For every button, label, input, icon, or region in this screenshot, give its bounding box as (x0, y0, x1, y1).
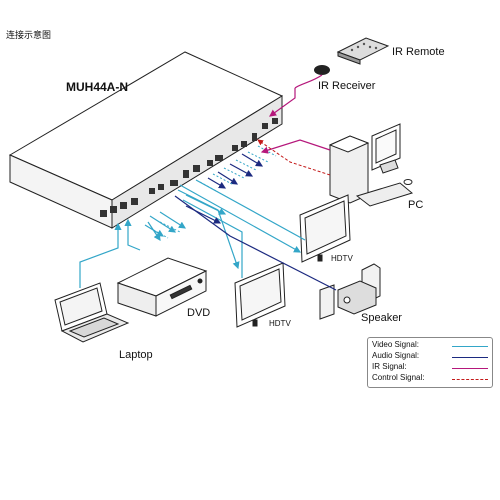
video-signal-lines (79, 211, 187, 288)
device-name-label: MUH44A-N (66, 80, 129, 94)
legend-line-audio (452, 357, 488, 358)
hdtv-2-label: HDTV (269, 319, 291, 328)
dvd-device (116, 257, 208, 317)
legend-line-control (452, 379, 488, 380)
laptop-device (54, 282, 130, 343)
speaker-label: Speaker (361, 312, 402, 324)
hdtv-1-label: HDTV (331, 254, 353, 263)
legend-label-control: Control Signal: (372, 373, 425, 382)
video-output-lines (177, 179, 306, 278)
ir-receiver-device (269, 65, 330, 117)
diagram-caption: 连接示意图 (6, 31, 52, 41)
legend-line-video (452, 346, 488, 347)
pc-label: PC (408, 199, 424, 211)
speaker-device (319, 263, 381, 320)
ir-remote-device (336, 37, 390, 65)
signal-legend: Video Signal: Audio Signal: IR Signal: C… (367, 337, 493, 388)
hdtv-1-device (299, 194, 351, 263)
hdtv-2-device (234, 262, 286, 328)
laptop-label: Laptop (119, 349, 153, 361)
control-signal-lines (257, 139, 331, 176)
pc-device (328, 123, 414, 207)
audio-signal-lines (174, 153, 337, 291)
legend-label-video: Video Signal: (372, 340, 419, 349)
ir-receiver-label: IR Receiver (318, 80, 376, 92)
video-dotted-lines (149, 145, 277, 239)
legend-line-ir (452, 368, 488, 369)
legend-label-ir: IR Signal: (372, 362, 407, 371)
ir-signal-lines (260, 139, 331, 154)
dvd-label: DVD (187, 307, 211, 319)
matrix-switcher (8, 51, 284, 229)
legend-label-audio: Audio Signal: (372, 351, 420, 360)
ir-remote-label: IR Remote (392, 46, 445, 58)
